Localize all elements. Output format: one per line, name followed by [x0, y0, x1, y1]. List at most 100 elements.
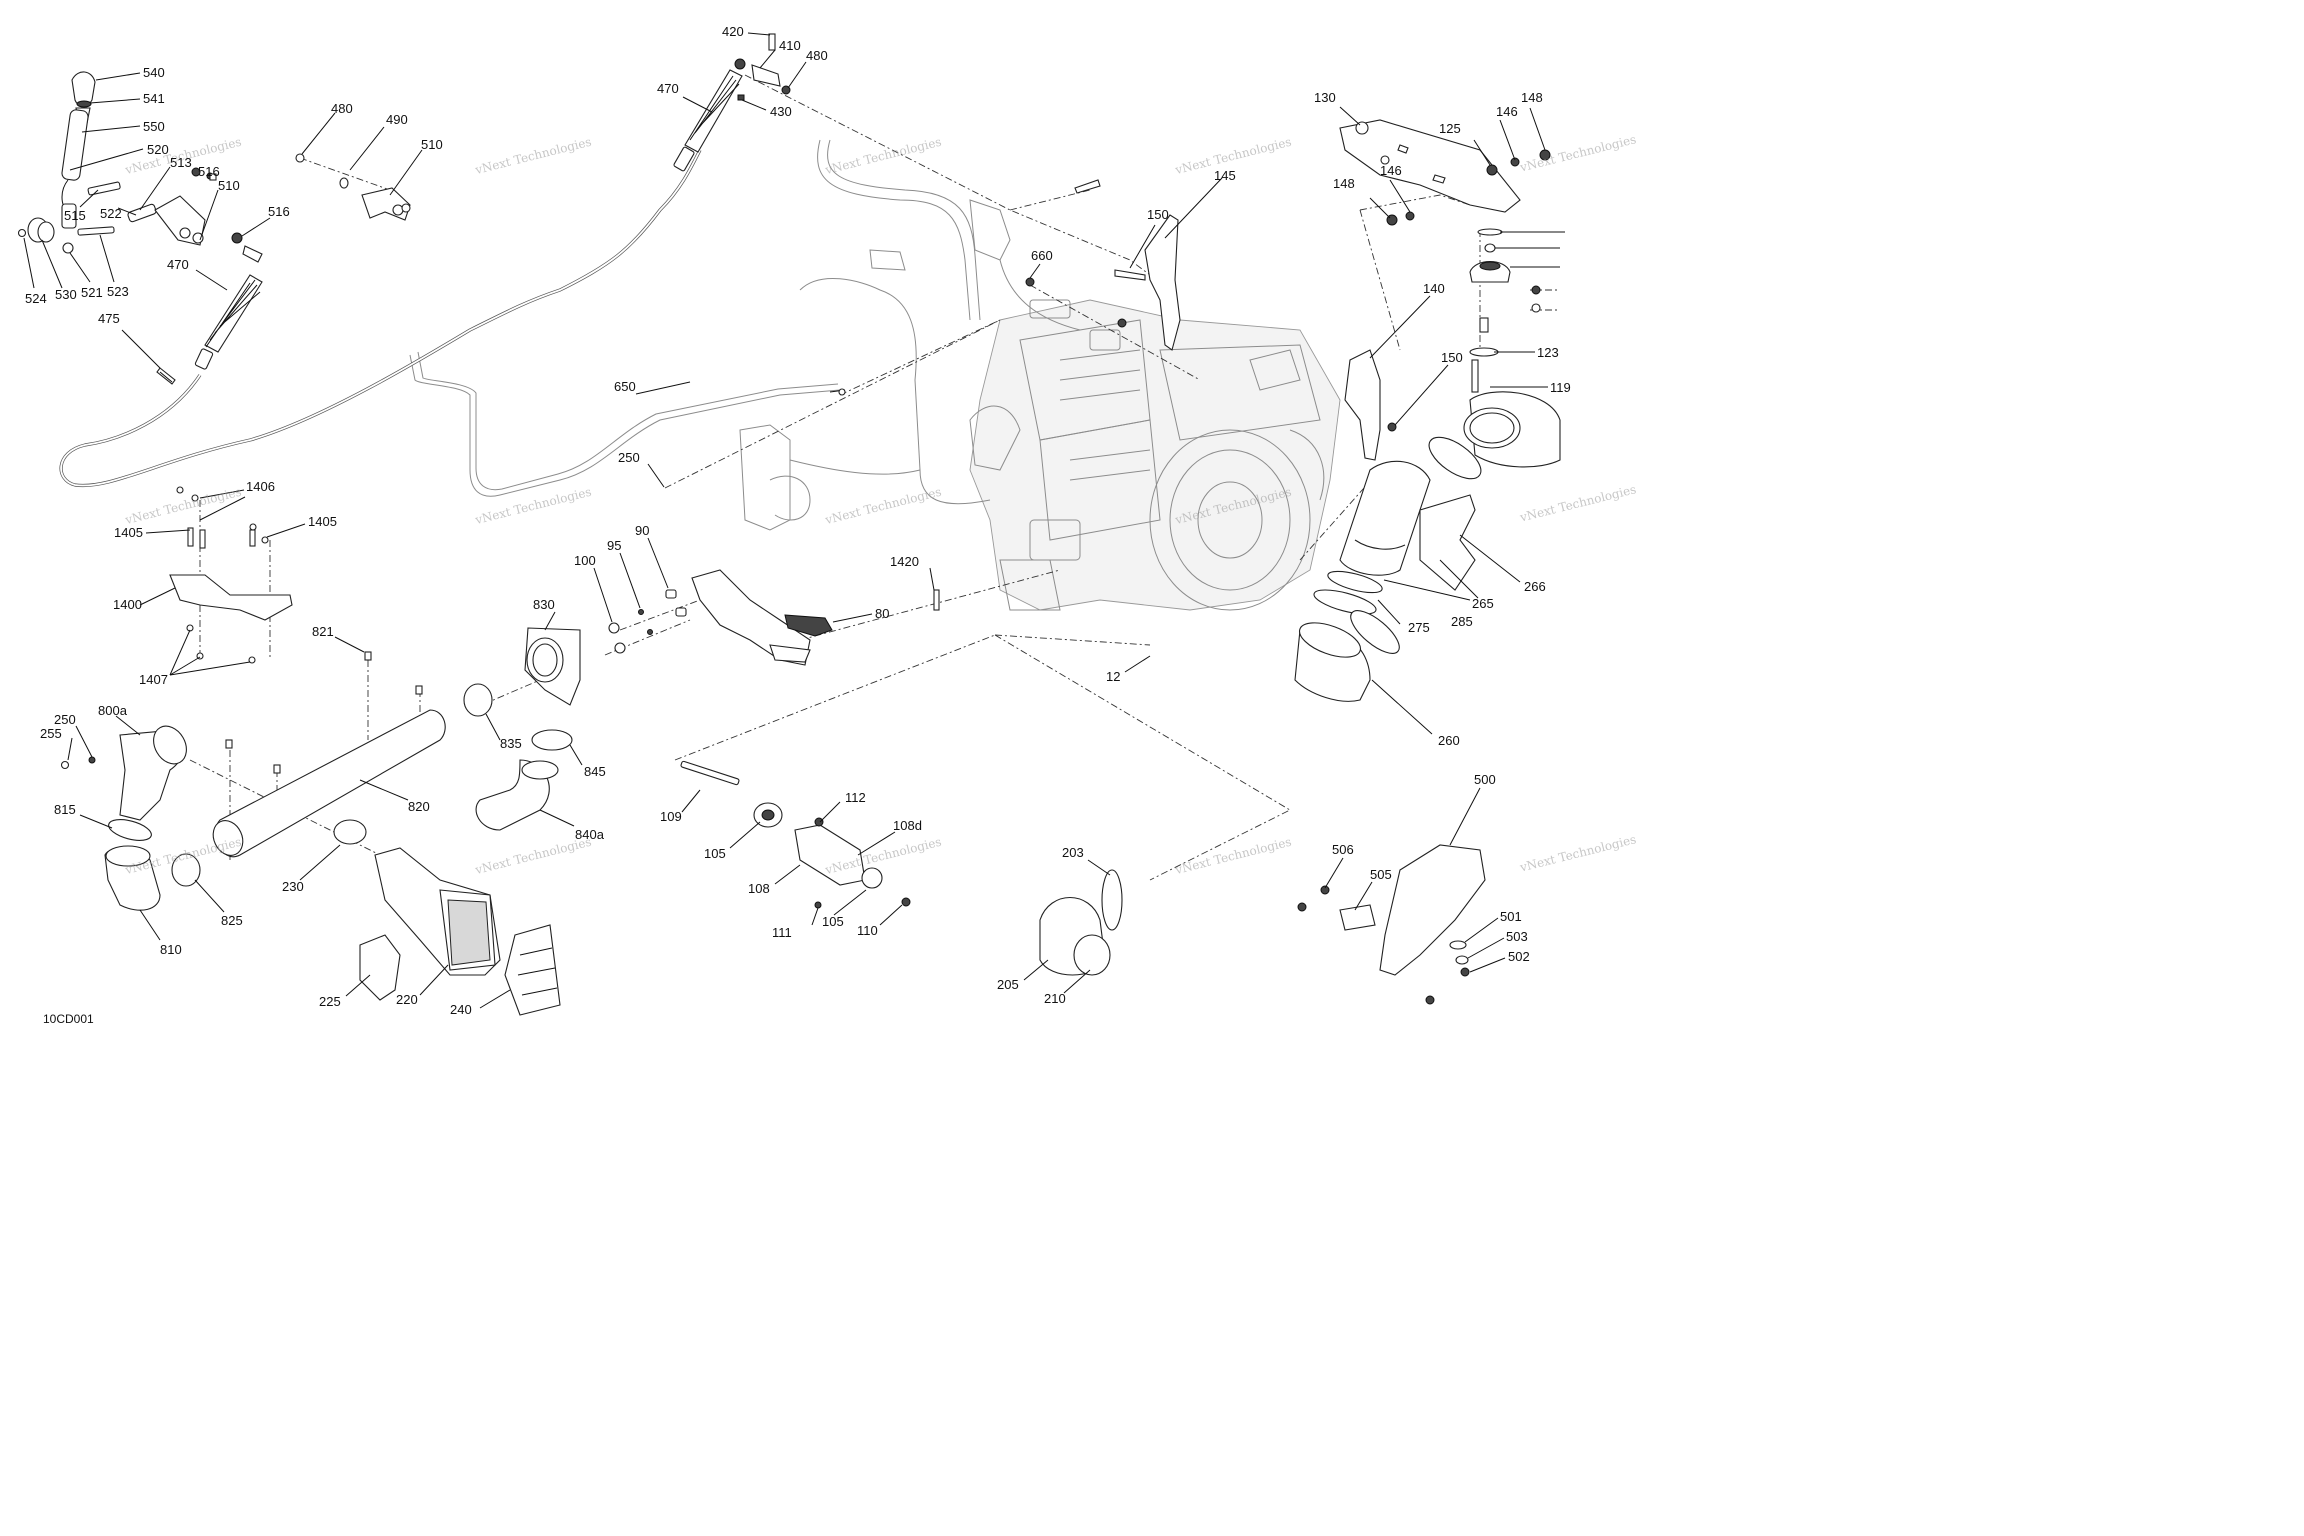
callout-1420: 1420	[890, 554, 919, 569]
callout-146: 146	[1380, 163, 1402, 178]
callout-255: 255	[40, 726, 62, 741]
callout-140: 140	[1423, 281, 1445, 296]
callout-540: 540	[143, 65, 165, 80]
callout-1405: 1405	[308, 514, 337, 529]
callout-112: 112	[845, 790, 866, 805]
callout-521: 521	[81, 285, 103, 300]
watermark: vNext Technologies	[1518, 482, 1638, 525]
callout-210: 210	[1044, 991, 1066, 1006]
callout-265: 265	[1472, 596, 1494, 611]
callout-530: 530	[55, 287, 77, 302]
callout-475: 475	[98, 311, 120, 326]
callout-110: 110	[857, 923, 878, 938]
callout-430: 430	[770, 104, 792, 119]
callout-148: 148	[1521, 90, 1543, 105]
callout-leaders	[23, 32, 1565, 1009]
callout-821: 821	[312, 624, 334, 639]
heat-shield-130	[1339, 119, 1551, 393]
callout-660: 660	[1031, 248, 1053, 263]
callout-260: 260	[1438, 733, 1460, 748]
callout-510: 510	[421, 137, 443, 152]
callout-835: 835	[500, 736, 522, 751]
callout-516: 516	[268, 204, 290, 219]
watermark: vNext Technologies	[1518, 832, 1638, 875]
callout-501: 501	[1500, 909, 1522, 924]
watermark: vNext Technologies	[473, 485, 593, 528]
callout-285: 285	[1451, 614, 1473, 629]
callout-550: 550	[143, 119, 165, 134]
shifter-assembly	[17, 71, 217, 385]
callout-825: 825	[221, 913, 243, 928]
callout-123: 123	[1537, 345, 1559, 360]
callout-410: 410	[779, 38, 801, 53]
callout-541: 541	[143, 91, 165, 106]
callout-95: 95	[607, 538, 621, 553]
callout-130: 130	[1314, 90, 1336, 105]
callout-220: 220	[396, 992, 418, 1007]
watermark: vNext Technologies	[1518, 132, 1638, 175]
callout-503: 503	[1506, 929, 1528, 944]
callout-840a: 840a	[575, 827, 605, 842]
callout-650: 650	[614, 379, 636, 394]
callout-516: 516	[198, 164, 220, 179]
duct-203-205-210	[1039, 869, 1123, 976]
airbox-assembly	[359, 847, 561, 1016]
callout-523: 523	[107, 284, 129, 299]
callout-815: 815	[54, 802, 76, 817]
callout-150: 150	[1147, 207, 1169, 222]
callout-520: 520	[147, 142, 169, 157]
drawing-code: 10CD001	[43, 1012, 94, 1026]
callout-250: 250	[54, 712, 76, 727]
callout-119: 119	[1550, 380, 1571, 395]
callout-108: 108	[748, 881, 770, 896]
callout-266: 266	[1524, 579, 1546, 594]
bracket-510	[295, 153, 411, 221]
watermark: vNext Technologies	[823, 485, 943, 528]
callout-275: 275	[1408, 620, 1430, 635]
callout-515: 515	[64, 208, 86, 223]
callout-500: 500	[1474, 772, 1496, 787]
callout-150: 150	[1441, 350, 1463, 365]
callout-830: 830	[533, 597, 555, 612]
callout-105: 105	[822, 914, 844, 929]
callout-505: 505	[1370, 867, 1392, 882]
pedal-assembly-80	[608, 569, 833, 666]
callout-230: 230	[282, 879, 304, 894]
callout-225: 225	[319, 994, 341, 1009]
callout-506: 506	[1332, 842, 1354, 857]
callout-490: 490	[386, 112, 408, 127]
callout-480: 480	[806, 48, 828, 63]
callout-109: 109	[660, 809, 682, 824]
callout-1406: 1406	[246, 479, 275, 494]
callout-148: 148	[1333, 176, 1355, 191]
idler-assembly	[680, 760, 911, 909]
callout-250: 250	[618, 450, 640, 465]
callout-1400: 1400	[113, 597, 142, 612]
bracket-500	[1297, 844, 1486, 1005]
callout-80: 80	[875, 606, 889, 621]
callout-105: 105	[704, 846, 726, 861]
callout-90: 90	[635, 523, 649, 538]
callout-1405: 1405	[114, 525, 143, 540]
engine-ghost-illustration	[409, 139, 1341, 611]
mount-bracket-1400	[169, 486, 940, 664]
callout-203: 203	[1062, 845, 1084, 860]
intake-tube-820	[60, 651, 446, 911]
intake-assembly	[463, 627, 581, 831]
callout-111: 111	[772, 925, 792, 940]
exploded-parts-diagram: vNext Technologies vNext Technologies vN…	[17, 24, 1638, 1026]
callout-125: 125	[1439, 121, 1461, 136]
watermark: vNext Technologies	[823, 135, 943, 178]
callout-522: 522	[100, 206, 122, 221]
shift-cable	[59, 33, 1101, 488]
callout-1407: 1407	[139, 672, 168, 687]
callout-513: 513	[170, 155, 192, 170]
callout-108d: 108d	[893, 818, 922, 833]
callout-810: 810	[160, 942, 182, 957]
callout-240: 240	[450, 1002, 472, 1017]
callout-100: 100	[574, 553, 596, 568]
callout-470: 470	[657, 81, 679, 96]
callout-480: 480	[331, 101, 353, 116]
callout-820: 820	[408, 799, 430, 814]
callout-470: 470	[167, 257, 189, 272]
